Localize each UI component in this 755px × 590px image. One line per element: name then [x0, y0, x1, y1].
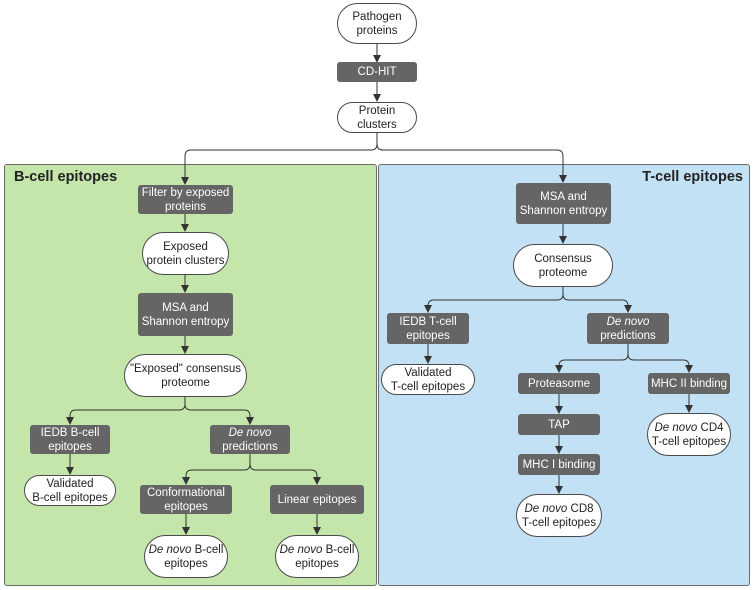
validated-b-node: Validated B-cell epitopes — [24, 475, 116, 506]
denovo-cd8-em: De novo — [524, 502, 568, 515]
iedb-b-node: IEDB B-cell epitopes — [30, 425, 110, 454]
denovo-predictions-b-em: De novo — [228, 426, 272, 439]
denovo-predictions-t-em: De novo — [606, 315, 650, 328]
conformational-node: Conformational epitopes — [140, 485, 232, 514]
denovo-bcell-conf-rest: B-cell epitopes — [164, 543, 224, 570]
validated-t-node: Validated T-cell epitopes — [381, 364, 475, 395]
mhc-ii-binding-node: MHC II binding — [648, 373, 730, 394]
denovo-predictions-b-rest: predictions — [222, 440, 278, 453]
cd-hit-node: CD-HIT — [337, 62, 417, 82]
protein-clusters-node: Protein clusters — [337, 102, 417, 133]
msa-b-node: MSA and Shannon entropy — [138, 293, 233, 336]
denovo-predictions-t-node: De novo predictions — [587, 313, 669, 344]
iedb-t-node: IEDB T-cell epitopes — [387, 313, 469, 344]
pathogen-proteins-node: Pathogen proteins — [337, 3, 417, 44]
tap-node: TAP — [518, 414, 600, 435]
denovo-bcell-conf-em: De novo — [148, 543, 192, 556]
denovo-cd4-node: De novo CD4 T-cell epitopes — [647, 413, 731, 456]
denovo-bcell-conf-node: De novo B-cell epitopes — [144, 535, 228, 578]
denovo-cd8-node: De novo CD8 T-cell epitopes — [516, 494, 602, 537]
exposed-clusters-node: Exposed protein clusters — [142, 232, 229, 275]
denovo-cd8-rest: CD8 T-cell epitopes — [521, 502, 597, 529]
denovo-bcell-lin-rest: B-cell epitopes — [295, 543, 355, 570]
b-cell-panel-title: B-cell epitopes — [14, 169, 118, 185]
denovo-predictions-b-node: De novo predictions — [210, 425, 290, 454]
denovo-cd4-rest: CD4 T-cell epitopes — [651, 421, 727, 448]
denovo-bcell-lin-node: De novo B-cell epitopes — [275, 535, 359, 578]
mhc-i-binding-node: MHC I binding — [518, 454, 600, 475]
denovo-predictions-t-rest: predictions — [600, 329, 656, 342]
consensus-t-node: Consensus proteome — [513, 244, 613, 287]
msa-t-node: MSA and Shannon entropy — [516, 183, 611, 224]
denovo-bcell-lin-em: De novo — [279, 543, 323, 556]
filter-exposed-node: Filter by exposed proteins — [138, 185, 233, 214]
t-cell-panel-title: T-cell epitopes — [642, 169, 743, 185]
denovo-cd4-em: De novo — [654, 421, 698, 434]
proteasome-node: Proteasome — [518, 373, 600, 394]
exposed-consensus-node: "Exposed" consensus proteome — [124, 354, 247, 397]
linear-node: Linear epitopes — [270, 485, 364, 514]
